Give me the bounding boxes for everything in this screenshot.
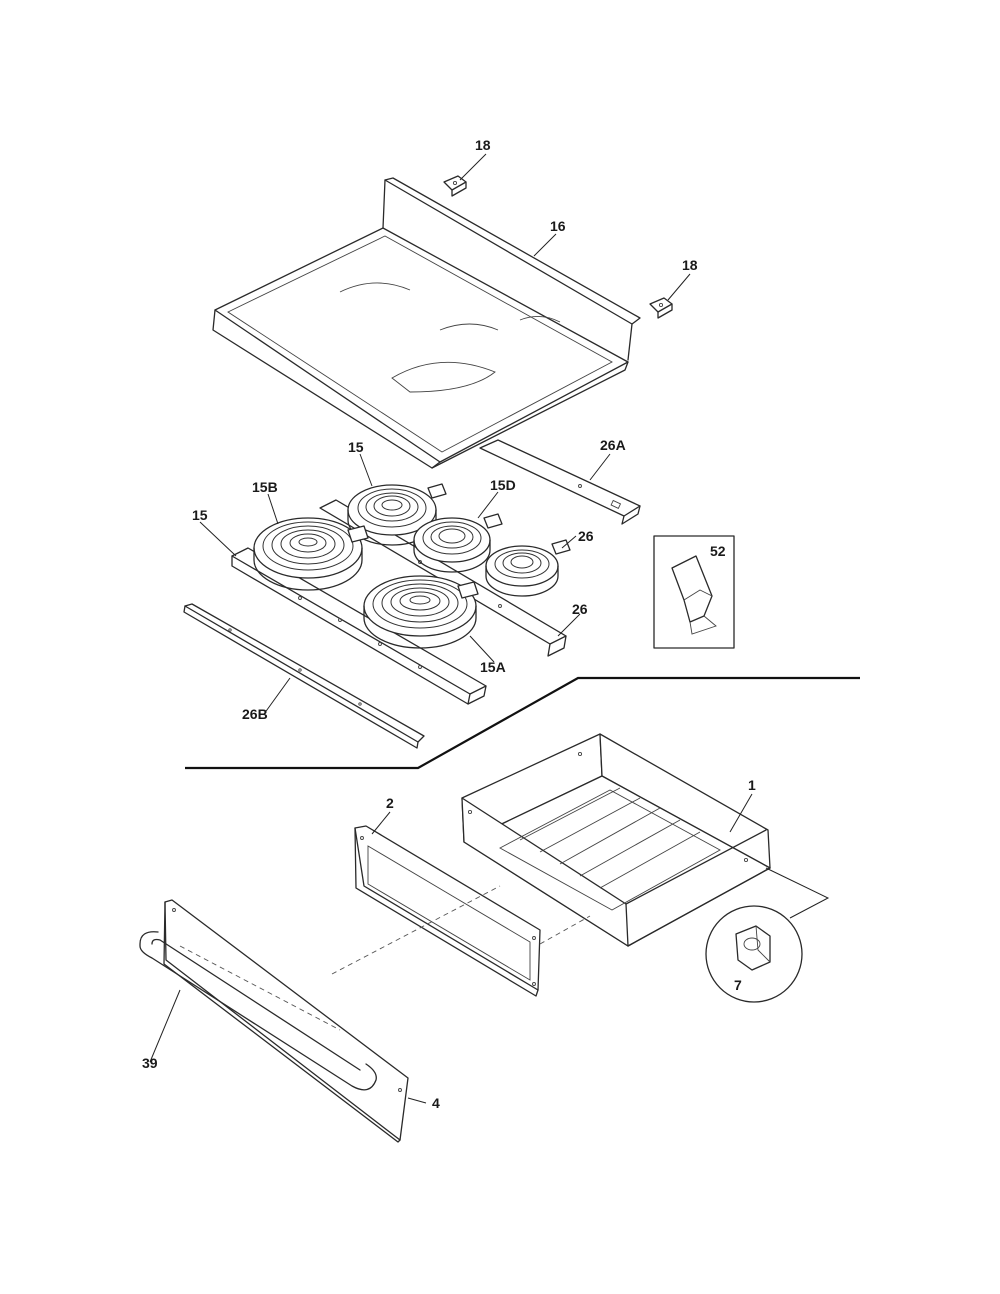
callout-2: 2 — [386, 795, 394, 811]
alignment-line-2 — [539, 915, 591, 945]
glass-cooktop — [212, 177, 641, 469]
callout-18-right: 18 — [682, 257, 698, 273]
callout-26b: 26B — [242, 706, 268, 722]
callout-7: 7 — [734, 977, 742, 993]
drawer-front-panel — [163, 899, 409, 1143]
callout-15a: 15A — [480, 659, 506, 675]
callout-26-left: 15 — [192, 507, 208, 523]
callout-26a: 26A — [600, 437, 626, 453]
drawer-liner — [354, 825, 541, 997]
callout-labels: 18 18 16 26A 15 15B 15D 15 26 26 15A 26B… — [142, 137, 756, 1111]
callout-16: 16 — [550, 218, 566, 234]
drawer-body — [461, 733, 771, 947]
surface-element-large-left — [253, 517, 369, 591]
callout-15-right: 26 — [578, 528, 594, 544]
element-bracket-left — [231, 547, 487, 705]
alignment-line-3 — [179, 945, 341, 1031]
alignment-line-1 — [331, 885, 501, 975]
hold-down-bracket-right — [649, 297, 673, 319]
callout-15-rear-left: 15 — [348, 439, 364, 455]
callout-15d: 15D — [490, 477, 516, 493]
inset-clip-box — [653, 535, 735, 649]
drawer-handle — [139, 931, 377, 1091]
element-bracket-rear — [479, 439, 641, 525]
section-divider — [185, 676, 860, 770]
leader-lines — [149, 153, 830, 1104]
element-bracket-front — [183, 603, 425, 749]
surface-element-center — [413, 513, 503, 573]
callout-39: 39 — [142, 1055, 158, 1071]
callout-18-left: 18 — [475, 137, 491, 153]
callout-52: 52 — [710, 543, 726, 559]
hold-down-bracket-left — [443, 175, 467, 197]
callout-26-right: 26 — [572, 601, 588, 617]
surface-element-large-front — [363, 575, 479, 649]
drawer-roller-inset — [705, 905, 803, 1003]
callout-1: 1 — [748, 777, 756, 793]
callout-15b: 15B — [252, 479, 278, 495]
callout-4: 4 — [432, 1095, 440, 1111]
surface-element-right — [485, 539, 571, 597]
